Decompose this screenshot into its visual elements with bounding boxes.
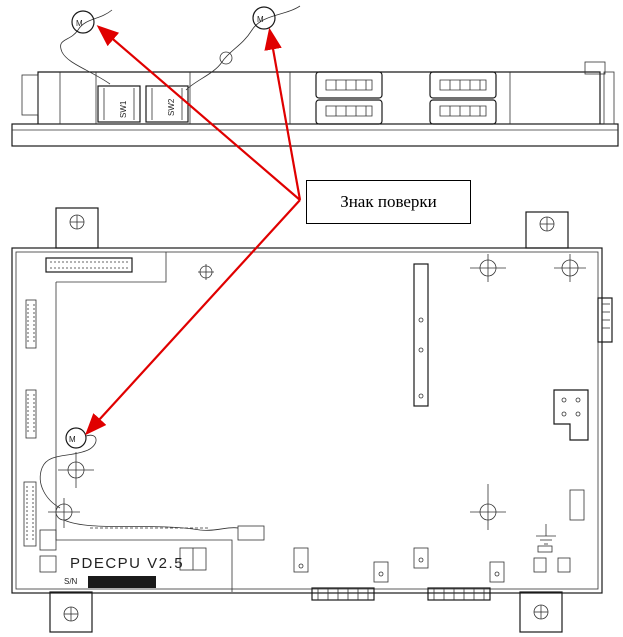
svg-text:SW1: SW1	[119, 100, 128, 118]
seal-top-left-connector: M	[71, 10, 95, 34]
arrow-to-seal-2	[264, 27, 302, 201]
mounting-tab-bottom-right	[519, 591, 563, 633]
seal-wire-1	[60, 9, 113, 85]
left-pin-strip-3	[23, 481, 37, 547]
right-block	[553, 389, 589, 441]
standoff-2	[470, 254, 506, 282]
connector-b2	[429, 99, 497, 125]
svg-text:M: M	[257, 15, 264, 24]
dip-switch-2: SW2	[145, 85, 189, 123]
callout-label: Знак поверки	[340, 192, 437, 211]
standoff-1	[198, 264, 214, 280]
standoff-3	[554, 254, 586, 282]
standoff-4	[58, 452, 94, 488]
board-model-label: PDECPU V2.5	[70, 555, 185, 572]
arrow-to-seal-1	[96, 25, 301, 201]
header-connector	[45, 257, 133, 273]
mounting-tab-top-right	[525, 211, 569, 249]
mounting-tab-bottom-left	[49, 591, 93, 633]
side-view-base-plate	[11, 123, 619, 147]
right-small-component	[569, 489, 585, 521]
connector-a1	[315, 71, 383, 99]
connector-b1	[429, 71, 497, 99]
seal-wire-2	[185, 5, 301, 91]
standoff-6	[48, 498, 80, 528]
callout-box: Знак поверки	[306, 180, 471, 224]
side-bracket	[597, 297, 613, 343]
seal-wire-3	[39, 434, 97, 509]
seal-board-left: M	[65, 427, 87, 449]
serial-prefix-label: S/N	[64, 577, 78, 586]
top-view: M	[11, 207, 613, 633]
left-pin-strip-2	[25, 389, 37, 439]
left-pin-strip-1	[25, 299, 37, 349]
standoff-5	[470, 484, 506, 530]
serial-number-bar	[88, 576, 156, 588]
vertical-slot	[413, 263, 429, 407]
seal-top-right-connector: M	[252, 6, 276, 30]
ground-symbol	[536, 524, 556, 545]
side-view: SW1 SW2	[11, 5, 619, 147]
mounting-tab-top-left	[55, 207, 99, 249]
digit-display	[179, 547, 207, 571]
seal-wire-4	[63, 519, 239, 531]
bottom-edge-connector-2	[427, 587, 491, 601]
arrow-to-seal-3	[85, 199, 301, 436]
svg-text:M: M	[76, 19, 83, 28]
svg-text:SW2: SW2	[167, 98, 176, 116]
bottom-edge-connector-1	[311, 587, 375, 601]
callout-arrows	[85, 25, 302, 436]
svg-text:M: M	[69, 435, 76, 444]
board-housing	[11, 247, 603, 594]
connector-a2	[315, 99, 383, 125]
bottom-connectors	[293, 547, 571, 583]
left-bottom-pads	[39, 529, 57, 573]
dip-switch-1: SW1	[97, 85, 141, 123]
